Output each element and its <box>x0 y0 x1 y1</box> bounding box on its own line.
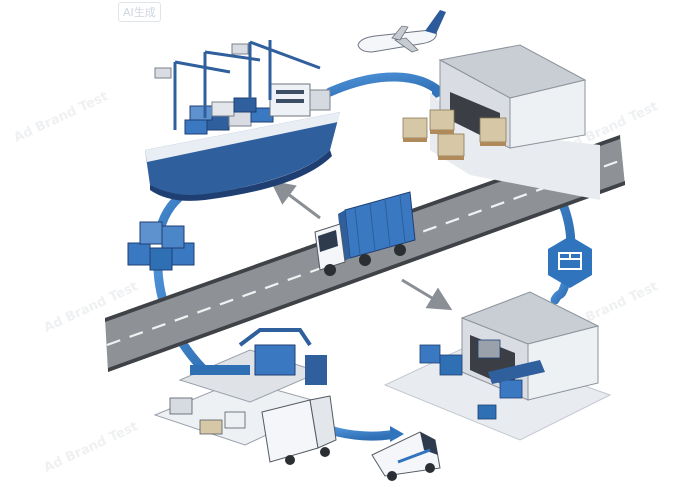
warehouse-top <box>402 44 600 200</box>
delivery-van <box>371 431 441 481</box>
container-truck <box>314 191 416 276</box>
cargo-ship <box>145 40 340 201</box>
direction-arrow-to-ship <box>270 180 321 220</box>
ai-generated-badge: AI生成 <box>118 2 161 22</box>
airplane <box>357 10 446 53</box>
package-box-icon <box>548 236 592 288</box>
ring-arrow-bottom <box>390 426 404 442</box>
factory <box>153 328 337 465</box>
stacked-boxes <box>127 221 195 271</box>
warehouse-bottom <box>383 291 612 441</box>
direction-arrow-to-warehouse <box>401 278 453 311</box>
